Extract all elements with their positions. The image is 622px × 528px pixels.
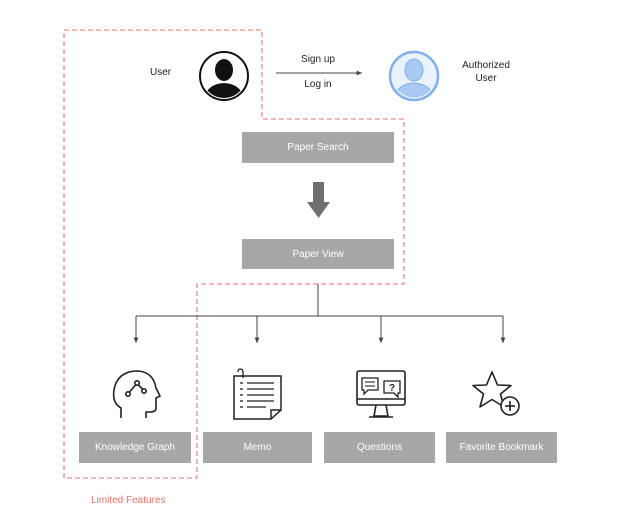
feature-label: Favorite Bookmark	[459, 442, 544, 453]
feature-box-favorite-bookmark: Favorite Bookmark	[446, 432, 557, 463]
authorized-user-label-line2: User	[475, 73, 497, 84]
limited-features-boundary	[63, 29, 405, 479]
feature-label: Questions	[356, 442, 403, 453]
authorized-user-label-line1: Authorized	[462, 60, 510, 71]
authorized-user-avatar-icon	[388, 50, 440, 102]
tree-connectors	[133, 284, 506, 343]
login-label: Log in	[304, 79, 332, 90]
feature-label: Memo	[243, 442, 272, 453]
paper-view-label: Paper View	[292, 248, 344, 260]
paper-search-box: Paper Search	[242, 132, 394, 163]
feature-box-knowledge-graph: Knowledge Graph	[79, 432, 191, 463]
feature-box-memo: Memo	[203, 432, 312, 463]
feature-box-questions: Questions	[324, 432, 435, 463]
brain-network-icon	[112, 370, 161, 418]
paper-view-box: Paper View	[242, 239, 394, 269]
paper-search-label: Paper Search	[287, 142, 349, 153]
star-plus-icon	[472, 371, 520, 416]
limited-features-label: Limited Features	[91, 495, 166, 506]
signup-label: Sign up	[301, 54, 335, 65]
down-arrow-icon	[307, 182, 330, 218]
feature-label: Knowledge Graph	[94, 442, 176, 453]
questions-monitor-icon: ?	[356, 370, 406, 418]
user-avatar-icon	[199, 51, 249, 101]
svg-text:?: ?	[389, 383, 395, 394]
memo-note-icon	[233, 368, 282, 420]
user-label: User	[150, 67, 172, 78]
